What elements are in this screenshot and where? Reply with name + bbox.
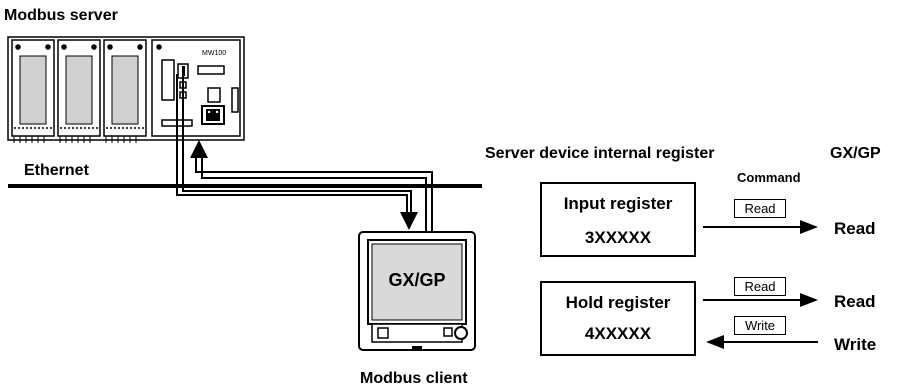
hold-write-arrowhead	[706, 335, 724, 349]
hold-read-arrowhead	[800, 293, 818, 307]
terminal-block	[10, 136, 242, 143]
server-model-label: MW100	[202, 50, 227, 57]
hold-read-command: Read	[734, 277, 786, 296]
input-register-box	[540, 182, 696, 257]
input-register-address: 3XXXXX	[584, 228, 652, 247]
command-header: Command	[737, 170, 801, 185]
mw100-main-module	[151, 39, 241, 137]
request-arrow	[400, 212, 418, 230]
hold-read-result: Read	[834, 292, 876, 311]
io-module-2	[57, 39, 101, 137]
io-module-3	[103, 39, 147, 137]
input-read-result: Read	[834, 219, 876, 238]
network-cables	[176, 74, 433, 232]
gxgp-client-device	[358, 231, 476, 351]
register-header: Server device internal register	[485, 145, 715, 162]
hold-register-address: 4XXXXX	[584, 324, 652, 343]
ethernet-label: Ethernet	[24, 162, 89, 179]
response-arrow	[190, 140, 208, 158]
client-label: Modbus client	[360, 370, 468, 387]
server-label: Modbus server	[4, 7, 118, 24]
client-display-text: GX/GP	[388, 270, 446, 290]
hold-write-command: Write	[734, 316, 786, 335]
gxgp-header: GX/GP	[830, 145, 881, 162]
input-read-command: Read	[734, 199, 786, 218]
hold-write-result: Write	[834, 335, 877, 354]
input-read-arrowhead	[800, 220, 818, 234]
input-register-name: Input register	[563, 194, 673, 213]
hold-register-box	[540, 281, 696, 356]
mw100-server-device	[7, 36, 245, 143]
hold-register-name: Hold register	[565, 293, 671, 312]
io-module-1	[11, 39, 55, 137]
